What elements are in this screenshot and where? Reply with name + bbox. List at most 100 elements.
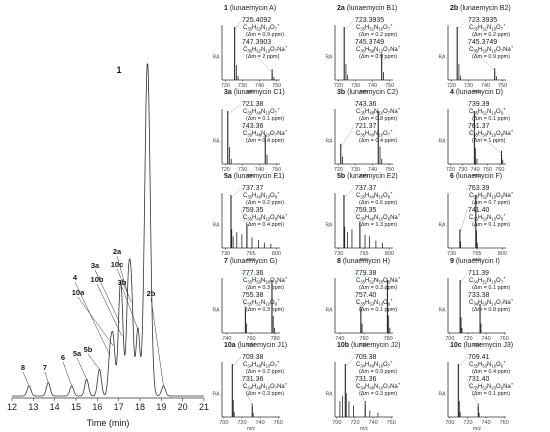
- peak-leader-line: [62, 361, 72, 387]
- spectrum-y-label: RA: [213, 308, 221, 314]
- spectrum-title: 5a (lunaemycin E1): [224, 173, 284, 180]
- peak-label: 10b: [91, 275, 104, 284]
- peak-leader-line: [87, 353, 100, 370]
- peak-formula: C35H49N10O8+: [356, 191, 393, 200]
- peak-mz-label: 731.40: [468, 376, 490, 383]
- peak-formula: C35H49N10O7+: [356, 129, 393, 138]
- peak-formula: C35H52N10O7Na+: [243, 45, 288, 54]
- peak-formula: C35H49N10O8+: [243, 191, 280, 200]
- peak-mass-error: (Δm = 0.4 ppm): [472, 369, 510, 375]
- peak-annotation: 3a: [91, 261, 120, 323]
- annotation-leader: [240, 294, 247, 310]
- spectrum-y-label: RA: [326, 55, 334, 61]
- peak-label: 3a: [91, 261, 100, 270]
- annotation-leader: [466, 187, 477, 199]
- spectrum-tick-label: 740: [255, 420, 264, 426]
- spectrum-tick-label: 740: [255, 83, 264, 89]
- x-tick-label: 21: [199, 402, 209, 412]
- peak-mass-error: (Δm = 0.1 ppm): [472, 285, 510, 291]
- spectrum-x-label: m/z: [247, 89, 256, 95]
- spectrum-tick-label: 765: [359, 251, 368, 257]
- peak-mz-label: 779.38: [355, 270, 377, 277]
- spectrum-tick-label: 720: [334, 167, 343, 173]
- peak-mass-error: (Δm = 0.1 ppm): [246, 116, 284, 122]
- peak-formula: C35H50N10O7Na+: [469, 45, 514, 54]
- spectrum-x-label: m/z: [473, 89, 482, 95]
- spectrum-title: 10c (lunaemycin J3): [450, 342, 513, 349]
- spectrum-title: 3b (lunaemycin C2): [337, 89, 398, 96]
- peak-mass-error: (Δm = 0.1 ppm): [472, 116, 510, 122]
- annotation-leader: [344, 187, 355, 199]
- spectrum-x-label: m/z: [473, 426, 482, 432]
- spectrum-tick-label: 720: [221, 167, 230, 173]
- peak-mz-label: 745.3749: [355, 39, 384, 46]
- peak-annotation: 8: [21, 363, 30, 387]
- peak-mass-error: (Δm = 0.2 ppm): [359, 32, 397, 38]
- peak-formula: C35H48N10O7Na+: [356, 107, 401, 116]
- peak-mass-error: (Δm = 0.3 ppm): [246, 307, 284, 313]
- spectrum-tick-label: 720: [350, 420, 359, 426]
- spectrum-tick-label: 720: [237, 420, 246, 426]
- spectrum-tick-label: 740: [255, 167, 264, 173]
- spectrum-tick-label: 720: [463, 420, 472, 426]
- peak-mass-error: (Δm = 0.6 ppm): [359, 200, 397, 206]
- peak-leader-line: [77, 296, 114, 347]
- annotation-leader: [466, 41, 496, 72]
- spectrum-tick-label: 760: [359, 336, 368, 342]
- annotation-leader: [228, 103, 242, 115]
- x-axis-title: Time (min): [87, 418, 130, 428]
- spectrum-tick-label: 730: [238, 167, 247, 173]
- peak-mass-error: (Δm = 0.3 ppm): [246, 285, 284, 291]
- spectrum-title: 9 (lunaemycin I): [450, 258, 500, 265]
- spectrum-y-label: RA: [439, 55, 447, 61]
- peak-formula: C34H48N10O7Na+: [356, 382, 401, 391]
- spectrum-title: 1 (lunaemycin A): [224, 5, 276, 12]
- peak-mass-error: (Δm = 0.3 ppm): [359, 391, 397, 397]
- spectrum-title: 6 (lunaemycin F): [450, 173, 502, 180]
- x-tick-label: 15: [71, 402, 81, 412]
- peak-label: 2a: [113, 247, 122, 256]
- spectrum-y-label: RA: [326, 139, 334, 145]
- peak-mass-error: (Δm = 0.8 ppm): [359, 116, 397, 122]
- annotation-leader: [466, 294, 481, 308]
- spectrum-tick-label: 730: [447, 251, 456, 257]
- annotation-leader: [457, 19, 468, 31]
- peak-mz-label: 737.37: [355, 185, 377, 192]
- annotation-leader: [353, 272, 388, 284]
- peak-leader-line: [44, 371, 49, 383]
- peak-formula: C35H53N10O6+: [469, 360, 506, 369]
- spectrum-tick-label: 740: [481, 336, 490, 342]
- peak-leader-line: [121, 286, 139, 330]
- peak-mass-error: (Δm = 0.3 ppm): [246, 391, 284, 397]
- peak-formula: C35H53N10O7+: [243, 23, 280, 32]
- spectrum-tick-label: 750: [272, 167, 281, 173]
- peak-leader-line: [116, 268, 132, 303]
- spectrum-x-label: m/z: [360, 173, 369, 179]
- peak-formula: C35H50N10O8Na+: [469, 129, 514, 138]
- peak-formula: C35H53N10O8+: [469, 213, 506, 222]
- spectrum-tick-label: 740: [481, 420, 490, 426]
- spectrum-x-label: m/z: [247, 257, 256, 263]
- annotation-leader: [232, 356, 242, 368]
- peak-formula: C35H53N10O9+: [356, 298, 393, 307]
- spectrum-tick-label: 740: [335, 336, 344, 342]
- spectrum-x-label: m/z: [360, 426, 369, 432]
- peak-mass-error: (Δm = 0.9 ppm): [359, 54, 397, 60]
- peak-formula: C35H49N10O7+: [243, 107, 280, 116]
- peak-mass-error: (Δm = 0.9 ppm): [472, 54, 510, 60]
- spectrum-tick-label: 740: [471, 167, 480, 173]
- x-tick-label: 16: [92, 402, 102, 412]
- peak-mass-error: (Δm = 0.4 ppm): [246, 222, 284, 228]
